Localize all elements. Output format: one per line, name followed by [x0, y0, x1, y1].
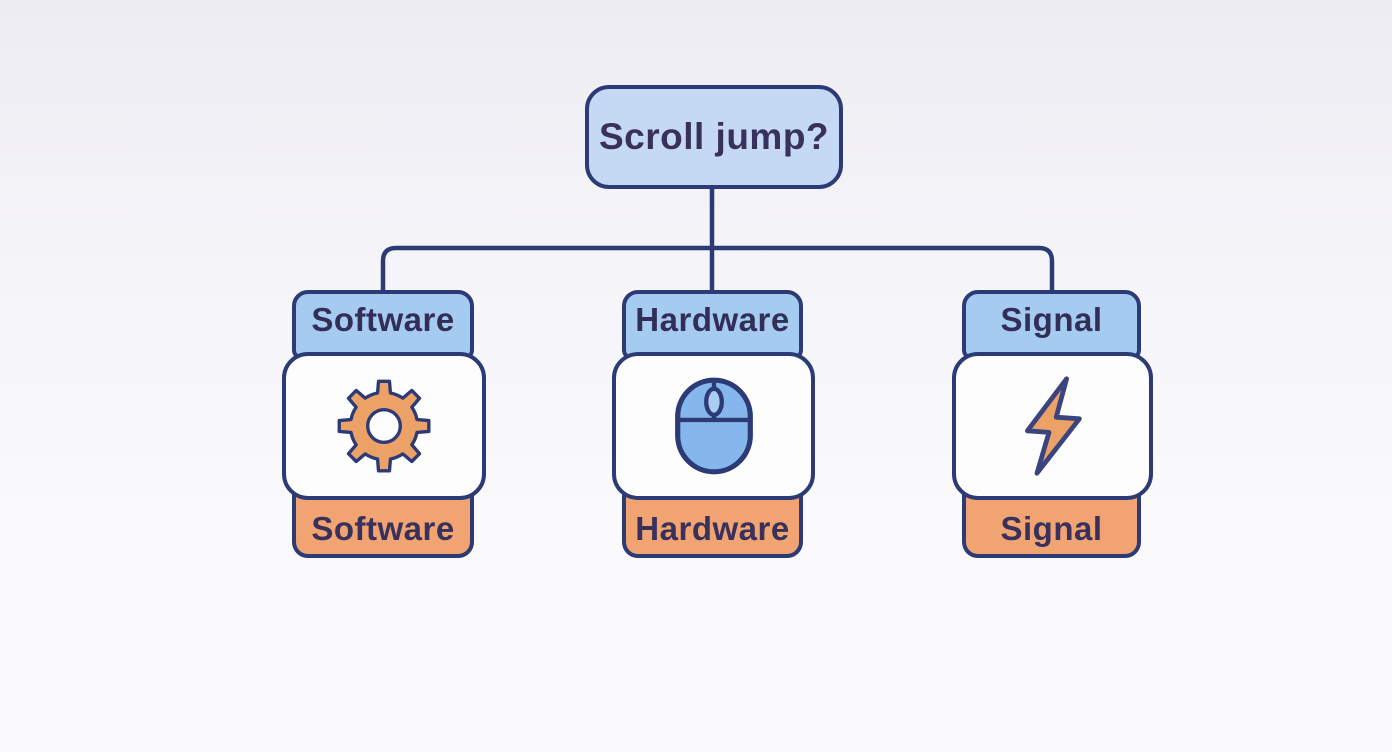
mouse-icon — [670, 375, 758, 477]
branch-software-header: Software — [292, 290, 474, 360]
branch-software-card — [282, 352, 486, 500]
branch-hardware-footer-label: Hardware — [635, 510, 790, 547]
branch-signal-header-label: Signal — [1000, 301, 1103, 338]
branch-hardware-header-label: Hardware — [635, 301, 790, 338]
branch-hardware-card — [612, 352, 815, 500]
branch-hardware: Hardware Hardware — [612, 290, 815, 558]
branch-software: Software Software — [282, 290, 486, 558]
gear-icon — [336, 378, 432, 474]
branch-signal-footer-label: Signal — [1000, 510, 1103, 547]
branch-software-header-label: Software — [311, 301, 455, 338]
branch-software-footer-label: Software — [311, 510, 455, 547]
branch-signal: Signal Signal — [952, 290, 1153, 558]
branch-signal-card — [952, 352, 1153, 500]
branch-signal-header: Signal — [962, 290, 1141, 360]
root-node-scroll-jump: Scroll jump? — [585, 85, 843, 189]
lightning-icon — [1013, 372, 1093, 480]
root-node-label: Scroll jump? — [598, 116, 830, 157]
branch-hardware-header: Hardware — [622, 290, 803, 360]
